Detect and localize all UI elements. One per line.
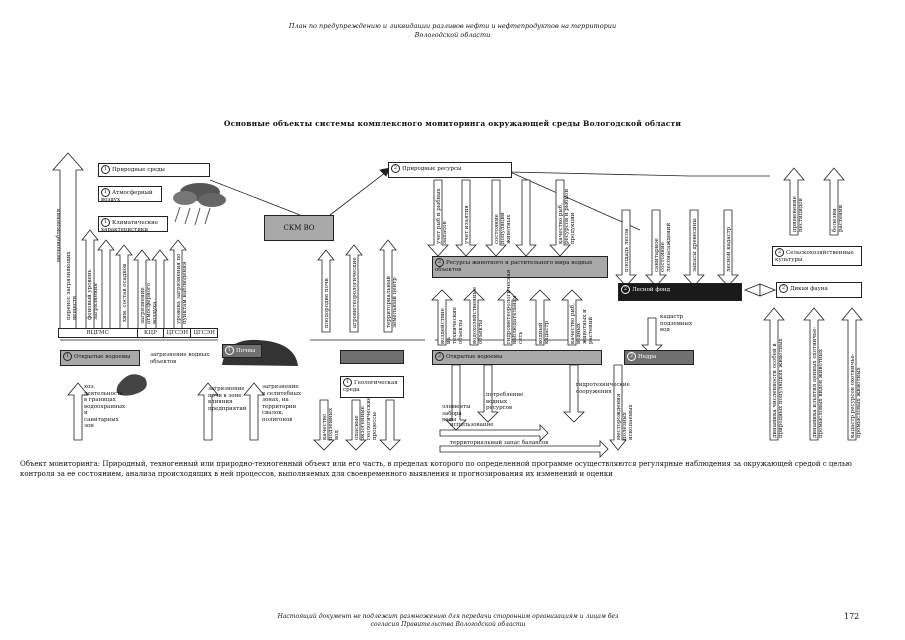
- node-number: 1: [101, 188, 110, 197]
- label-bg-level: фоновый уровень загрязнения: [87, 269, 99, 320]
- label-water-level: качество подземных вод: [322, 407, 340, 440]
- org-item: ЦГСЭН: [193, 330, 215, 336]
- label-precip: хим. состав осадков: [122, 263, 128, 322]
- doc-header: План по предупреждению и ликвидации разл…: [0, 22, 905, 40]
- label-bio-quality: качество рыб, ресурсов и рыбной продукци…: [558, 188, 576, 244]
- node-geo-block: [340, 350, 404, 364]
- label-water-pollution: загрязнение водных объектов: [150, 352, 210, 365]
- node-number: 2: [775, 248, 784, 257]
- label-fish-quality: качество рыб, водных животных и растений: [570, 303, 594, 344]
- label-forest-area: площадь лесов: [624, 228, 630, 272]
- node-number: 1: [343, 378, 352, 387]
- header-line-2: Вологодской области: [414, 31, 491, 39]
- label-soil-cond: плодородие почв: [324, 278, 330, 328]
- node-number: 2: [627, 352, 636, 361]
- label-wild-dyn: динамика численности особей в природных …: [772, 338, 784, 438]
- node-number: 1: [63, 352, 72, 361]
- label-game-res: кадастр ресурсов охотничье-промысловых ж…: [850, 353, 862, 438]
- label-hydro-net: гидрометеорологическая наблюдательная се…: [506, 269, 524, 344]
- node-skm: СКМ ВО: [264, 215, 334, 241]
- node-label: Дикая фауна: [790, 286, 828, 292]
- node-number: 2: [391, 164, 400, 173]
- water-icon: [116, 374, 147, 396]
- label-agro: агрометеорологические: [352, 257, 358, 328]
- label-network: уровень загрязнения по пунктам наблюдени…: [176, 253, 188, 324]
- node-label: Природные ресурсы: [402, 166, 462, 172]
- org-item: ВЦГМС: [59, 329, 138, 337]
- org-item: ЦГСЭН: [164, 329, 192, 337]
- label-crop-disease: болезни растений: [832, 204, 844, 232]
- label-timber: запасы древесины: [692, 218, 698, 272]
- label-water-use: использование: [450, 422, 494, 428]
- node-number: 1: [225, 346, 234, 355]
- page-title: Основные объекты системы комплексного мо…: [223, 119, 682, 128]
- label-terr-balance: территориальный запас балансов: [450, 440, 549, 446]
- node-number: 1: [101, 218, 110, 227]
- label-water-intake: элементы забора воды: [442, 404, 471, 423]
- node-label: Геологическая среда: [343, 380, 398, 393]
- label-soil-pollution: загрязнение почв в зоне влияния предприя…: [208, 386, 247, 412]
- node-label: Лесной фонд: [632, 287, 670, 293]
- definition-text: Объект мониторинга: Природный, техногенн…: [20, 460, 852, 478]
- org-bar: ВЦГМС КЦР ЦГСЭН ЦГСЭН: [58, 328, 218, 338]
- footer-line-1: Настоящий документ не подлежит размножен…: [277, 613, 619, 620]
- node-label: Атмосферный воздух: [101, 190, 153, 203]
- node-label: Открытые водоемы: [446, 354, 503, 360]
- label-water-cadastre: водный кадастр: [538, 320, 550, 344]
- doc-footer: Настоящий документ не подлежит размножен…: [248, 613, 648, 629]
- label-groundwater: кадастр подземных вод: [660, 314, 693, 333]
- label-fish-catch: учет рыб и рыбных запасов: [436, 188, 448, 244]
- org-item: КЦР: [138, 329, 165, 337]
- node-number: 2: [435, 352, 444, 361]
- label-impact: воздействие на технические объекты: [440, 306, 464, 344]
- node-label: Открытые водоемы: [74, 354, 131, 360]
- node-number: 2: [621, 285, 630, 294]
- label-air-pollution: перенос загрязняющих веществ: [66, 251, 78, 320]
- node-label: Недра: [638, 354, 657, 360]
- label-water-econ: водохозяйственные объекты: [472, 286, 484, 344]
- node-label: Сельскохозяйственные культуры: [775, 250, 854, 263]
- label-pollution-level: загрязнение атмосферного воздуха: [140, 282, 158, 324]
- label-forest-state: санитарное состояние лесонасаждений: [654, 222, 672, 272]
- node-number: 2: [435, 258, 444, 267]
- label-met: метеонаблюдения: [56, 208, 62, 262]
- page-number: 172: [844, 612, 860, 621]
- node-number: 1: [101, 165, 110, 174]
- label-wild-harvest: динамика изъятия ценных охотничье-промыс…: [812, 326, 824, 438]
- node-label: Природные среды: [112, 167, 165, 173]
- label-water-users: хоз. деятельность в границах водоохранны…: [84, 384, 126, 429]
- label-dump-pollution: загрязнение в селитебных зонах, на терри…: [262, 384, 302, 423]
- node-label: Почвы: [236, 348, 256, 354]
- label-geo-hazard: опасные экзогенные геологические процесс…: [354, 396, 378, 440]
- node-number: 2: [779, 284, 788, 293]
- footer-line-2: согласия Правительства Вологодской облас…: [370, 621, 526, 628]
- header-line-1: План по предупреждению и ликвидации разл…: [288, 22, 617, 30]
- label-hydrotech: гидротехнические сооружения: [576, 382, 630, 395]
- label-mineral: месторождения полезных ископаемых: [616, 393, 634, 440]
- node-label: Климатические характеристики: [101, 220, 159, 233]
- label-pesticides: применение пестицидов: [792, 196, 804, 232]
- label-water-resource: потребление водных ресурсов: [486, 392, 524, 411]
- label-state: состояние популяций животных: [494, 212, 512, 244]
- label-forest-cadastre: лесной кадастр: [726, 226, 732, 272]
- label-land-cadastre: территориальный земельный центр: [386, 275, 398, 328]
- cloud-icon: [173, 183, 226, 226]
- label-catch-acc: учет изъятия: [464, 205, 470, 244]
- node-label: Ресурсы животного и растительного мира в…: [435, 260, 593, 273]
